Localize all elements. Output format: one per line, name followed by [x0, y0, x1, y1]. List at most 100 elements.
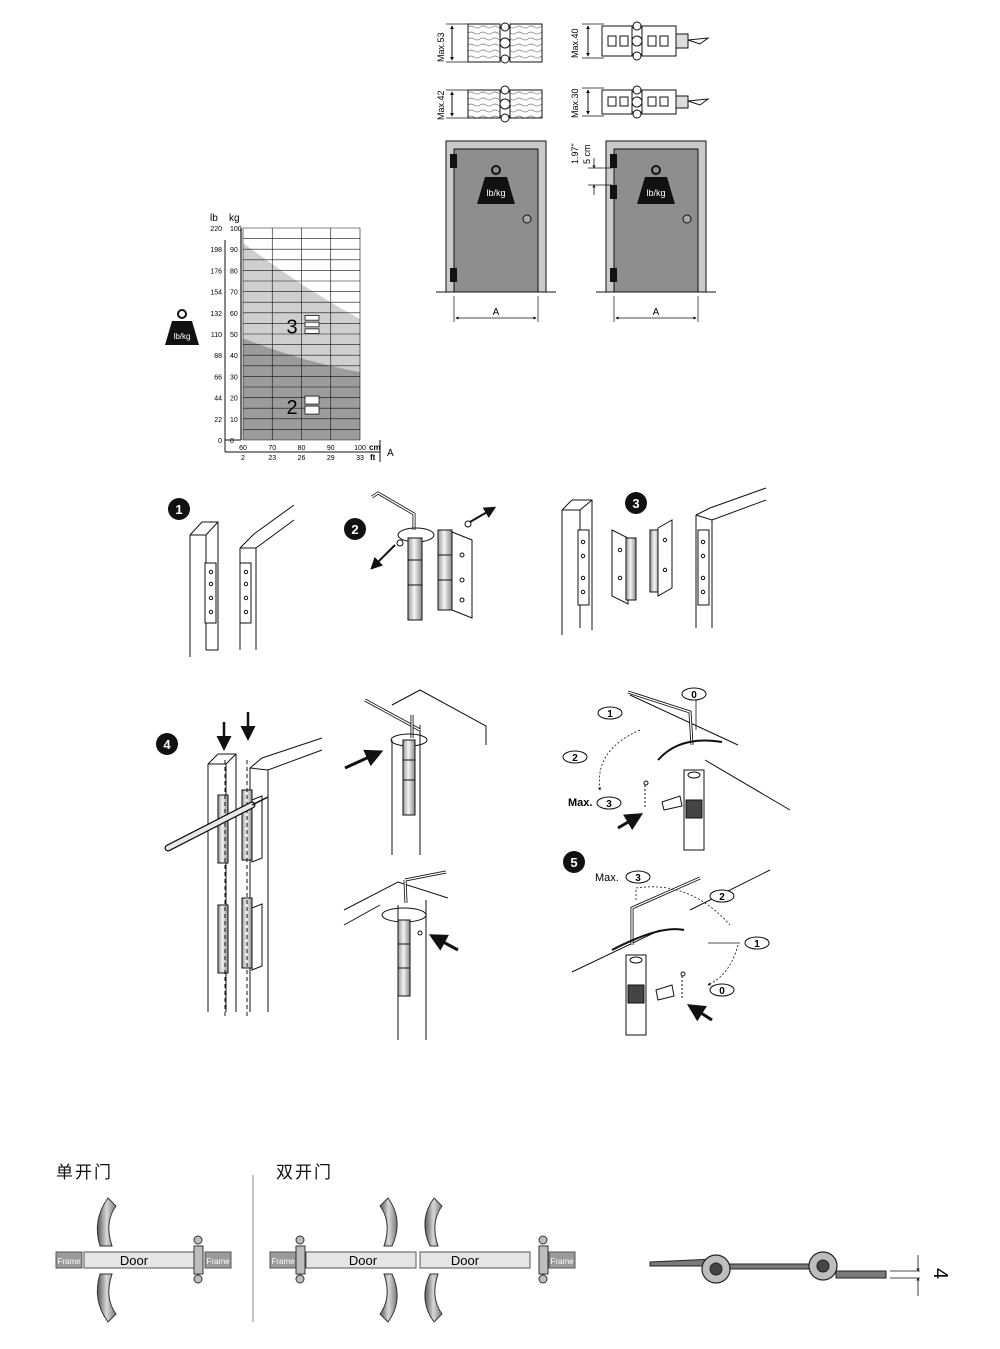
hinge-count-segment — [304, 321, 320, 328]
step-5: 5 Max. 3 2 1 0 — [563, 851, 771, 1036]
load-chart: lb kg 1009080706050403020100220198176154… — [165, 213, 394, 462]
zone-3-label: 3 — [286, 317, 297, 339]
tick-lb-0: 0 — [218, 438, 222, 445]
max40-label: Max.40 — [570, 28, 580, 58]
max30-label: Max.30 — [570, 88, 580, 118]
profile-aluminium-30: Max.30 — [570, 85, 710, 119]
single-frame-right: Frame — [206, 1257, 230, 1266]
single-swing-up-arrow — [96, 1197, 117, 1247]
tick-lb-176: 176 — [210, 268, 222, 275]
door-weight-label-2: lb/kg — [646, 188, 665, 198]
tick-ft-26: 26 — [298, 455, 306, 462]
adjust-bottom-max: Max. — [595, 872, 619, 884]
tick-kg-10: 10 — [230, 417, 238, 424]
hinge-count-segment — [304, 315, 320, 321]
step-3-badge: 3 — [632, 496, 639, 511]
double-swing-right-down-arrow — [424, 1273, 443, 1323]
adjust-bottom-three: 3 — [635, 873, 641, 884]
tick-ft-29: 29 — [327, 455, 335, 462]
hinge-count-segment — [304, 395, 320, 405]
clearance-label: 4 — [929, 1268, 951, 1279]
adjust-top-zero: 0 — [691, 690, 697, 701]
profile-wood-53: Max.53 — [436, 22, 543, 64]
tick-lb-154: 154 — [210, 290, 222, 297]
chart-unit-kg: kg — [229, 213, 240, 224]
zone-labels: 32 — [286, 315, 320, 419]
single-frame-left: Frame — [57, 1257, 81, 1266]
single-door-plan: Frame Door Frame — [55, 1197, 232, 1323]
tick-lb-198: 198 — [210, 247, 222, 254]
tick-cm-80: 80 — [298, 445, 306, 452]
chart-ticks: 1009080706050403020100220198176154132110… — [210, 226, 366, 462]
chart-unit-cm: cm — [369, 443, 381, 452]
adjust-top-three: 3 — [606, 799, 612, 810]
step-1: 1 — [168, 498, 295, 657]
tick-cm-90: 90 — [327, 445, 335, 452]
tick-kg-90: 90 — [230, 247, 238, 254]
adjust-top-two: 2 — [572, 753, 578, 764]
profile-wood-42: Max.42 — [436, 85, 543, 123]
double-door-right-label: Door — [451, 1253, 480, 1268]
hinge-count-segment — [304, 328, 320, 334]
tick-cm-70: 70 — [268, 445, 276, 452]
tick-cm-60: 60 — [239, 445, 247, 452]
single-door-title: 单开门 — [56, 1163, 113, 1182]
double-frame-left: Frame — [271, 1257, 295, 1266]
profile-aluminium-40: Max.40 — [570, 21, 710, 61]
hinge-count-icon-3 — [304, 315, 320, 334]
tick-ft-2: 2 — [241, 455, 245, 462]
step-2: 2 — [344, 491, 497, 621]
adjust-top: 0 1 2 Max. 3 — [562, 687, 791, 851]
step-3: 3 — [561, 487, 767, 635]
tick-kg-50: 50 — [230, 332, 238, 339]
tick-kg-0: 0 — [230, 438, 234, 445]
zone-2-label: 2 — [286, 397, 297, 419]
door-three-hinges: lb/kg A 1.97" 5 cm — [570, 140, 716, 322]
weight-icon: lb/kg — [165, 309, 199, 345]
adjust-bottom-two: 2 — [719, 892, 725, 903]
double-door-left-label: Door — [349, 1253, 378, 1268]
double-door-plan: Frame Door Door Frame — [269, 1197, 576, 1323]
step-4-badge: 4 — [163, 737, 171, 752]
step-4: 4 — [156, 689, 487, 1040]
double-door-title: 双开门 — [276, 1163, 333, 1182]
tick-ft-23: 23 — [268, 455, 276, 462]
tick-cm-100: 100 — [354, 445, 366, 452]
tick-lb-88: 88 — [214, 353, 222, 360]
hinge-count-segment — [304, 405, 320, 415]
tick-lb-44: 44 — [214, 396, 222, 403]
double-swing-left-up-arrow — [379, 1197, 398, 1247]
tick-kg-60: 60 — [230, 311, 238, 318]
chart-unit-lb: lb — [210, 213, 218, 224]
step-1-badge: 1 — [175, 502, 182, 517]
single-swing-down-arrow — [96, 1273, 117, 1323]
door-two-hinges: lb/kg A — [436, 140, 556, 322]
gap-inch-label: 1.97" — [570, 143, 580, 164]
hinge-count-icon-2 — [304, 395, 320, 415]
double-swing-right-up-arrow — [424, 1197, 443, 1247]
step-5-badge: 5 — [570, 855, 577, 870]
tick-ft-33: 33 — [356, 455, 364, 462]
chart-unit-ft: ft — [370, 453, 376, 462]
max53-label: Max.53 — [436, 32, 446, 62]
tick-kg-80: 80 — [230, 268, 238, 275]
double-frame-right: Frame — [550, 1257, 574, 1266]
tick-lb-132: 132 — [210, 311, 222, 318]
adjust-bottom-zero: 0 — [719, 986, 725, 997]
door-width-label-1: A — [493, 307, 500, 318]
chart-grid — [242, 227, 361, 441]
tick-kg-30: 30 — [230, 374, 238, 381]
tick-kg-40: 40 — [230, 353, 238, 360]
chart-axis-a: A — [387, 448, 394, 459]
single-door-label: Door — [120, 1253, 149, 1268]
tick-lb-110: 110 — [211, 332, 222, 339]
tick-kg-100: 100 — [230, 226, 242, 233]
tick-kg-70: 70 — [230, 290, 238, 297]
adjust-bottom-one: 1 — [754, 939, 760, 950]
step-2-badge: 2 — [351, 522, 358, 537]
adjust-top-one: 1 — [607, 709, 613, 720]
tick-lb-220: 220 — [210, 226, 222, 233]
double-swing-left-down-arrow — [379, 1273, 398, 1323]
